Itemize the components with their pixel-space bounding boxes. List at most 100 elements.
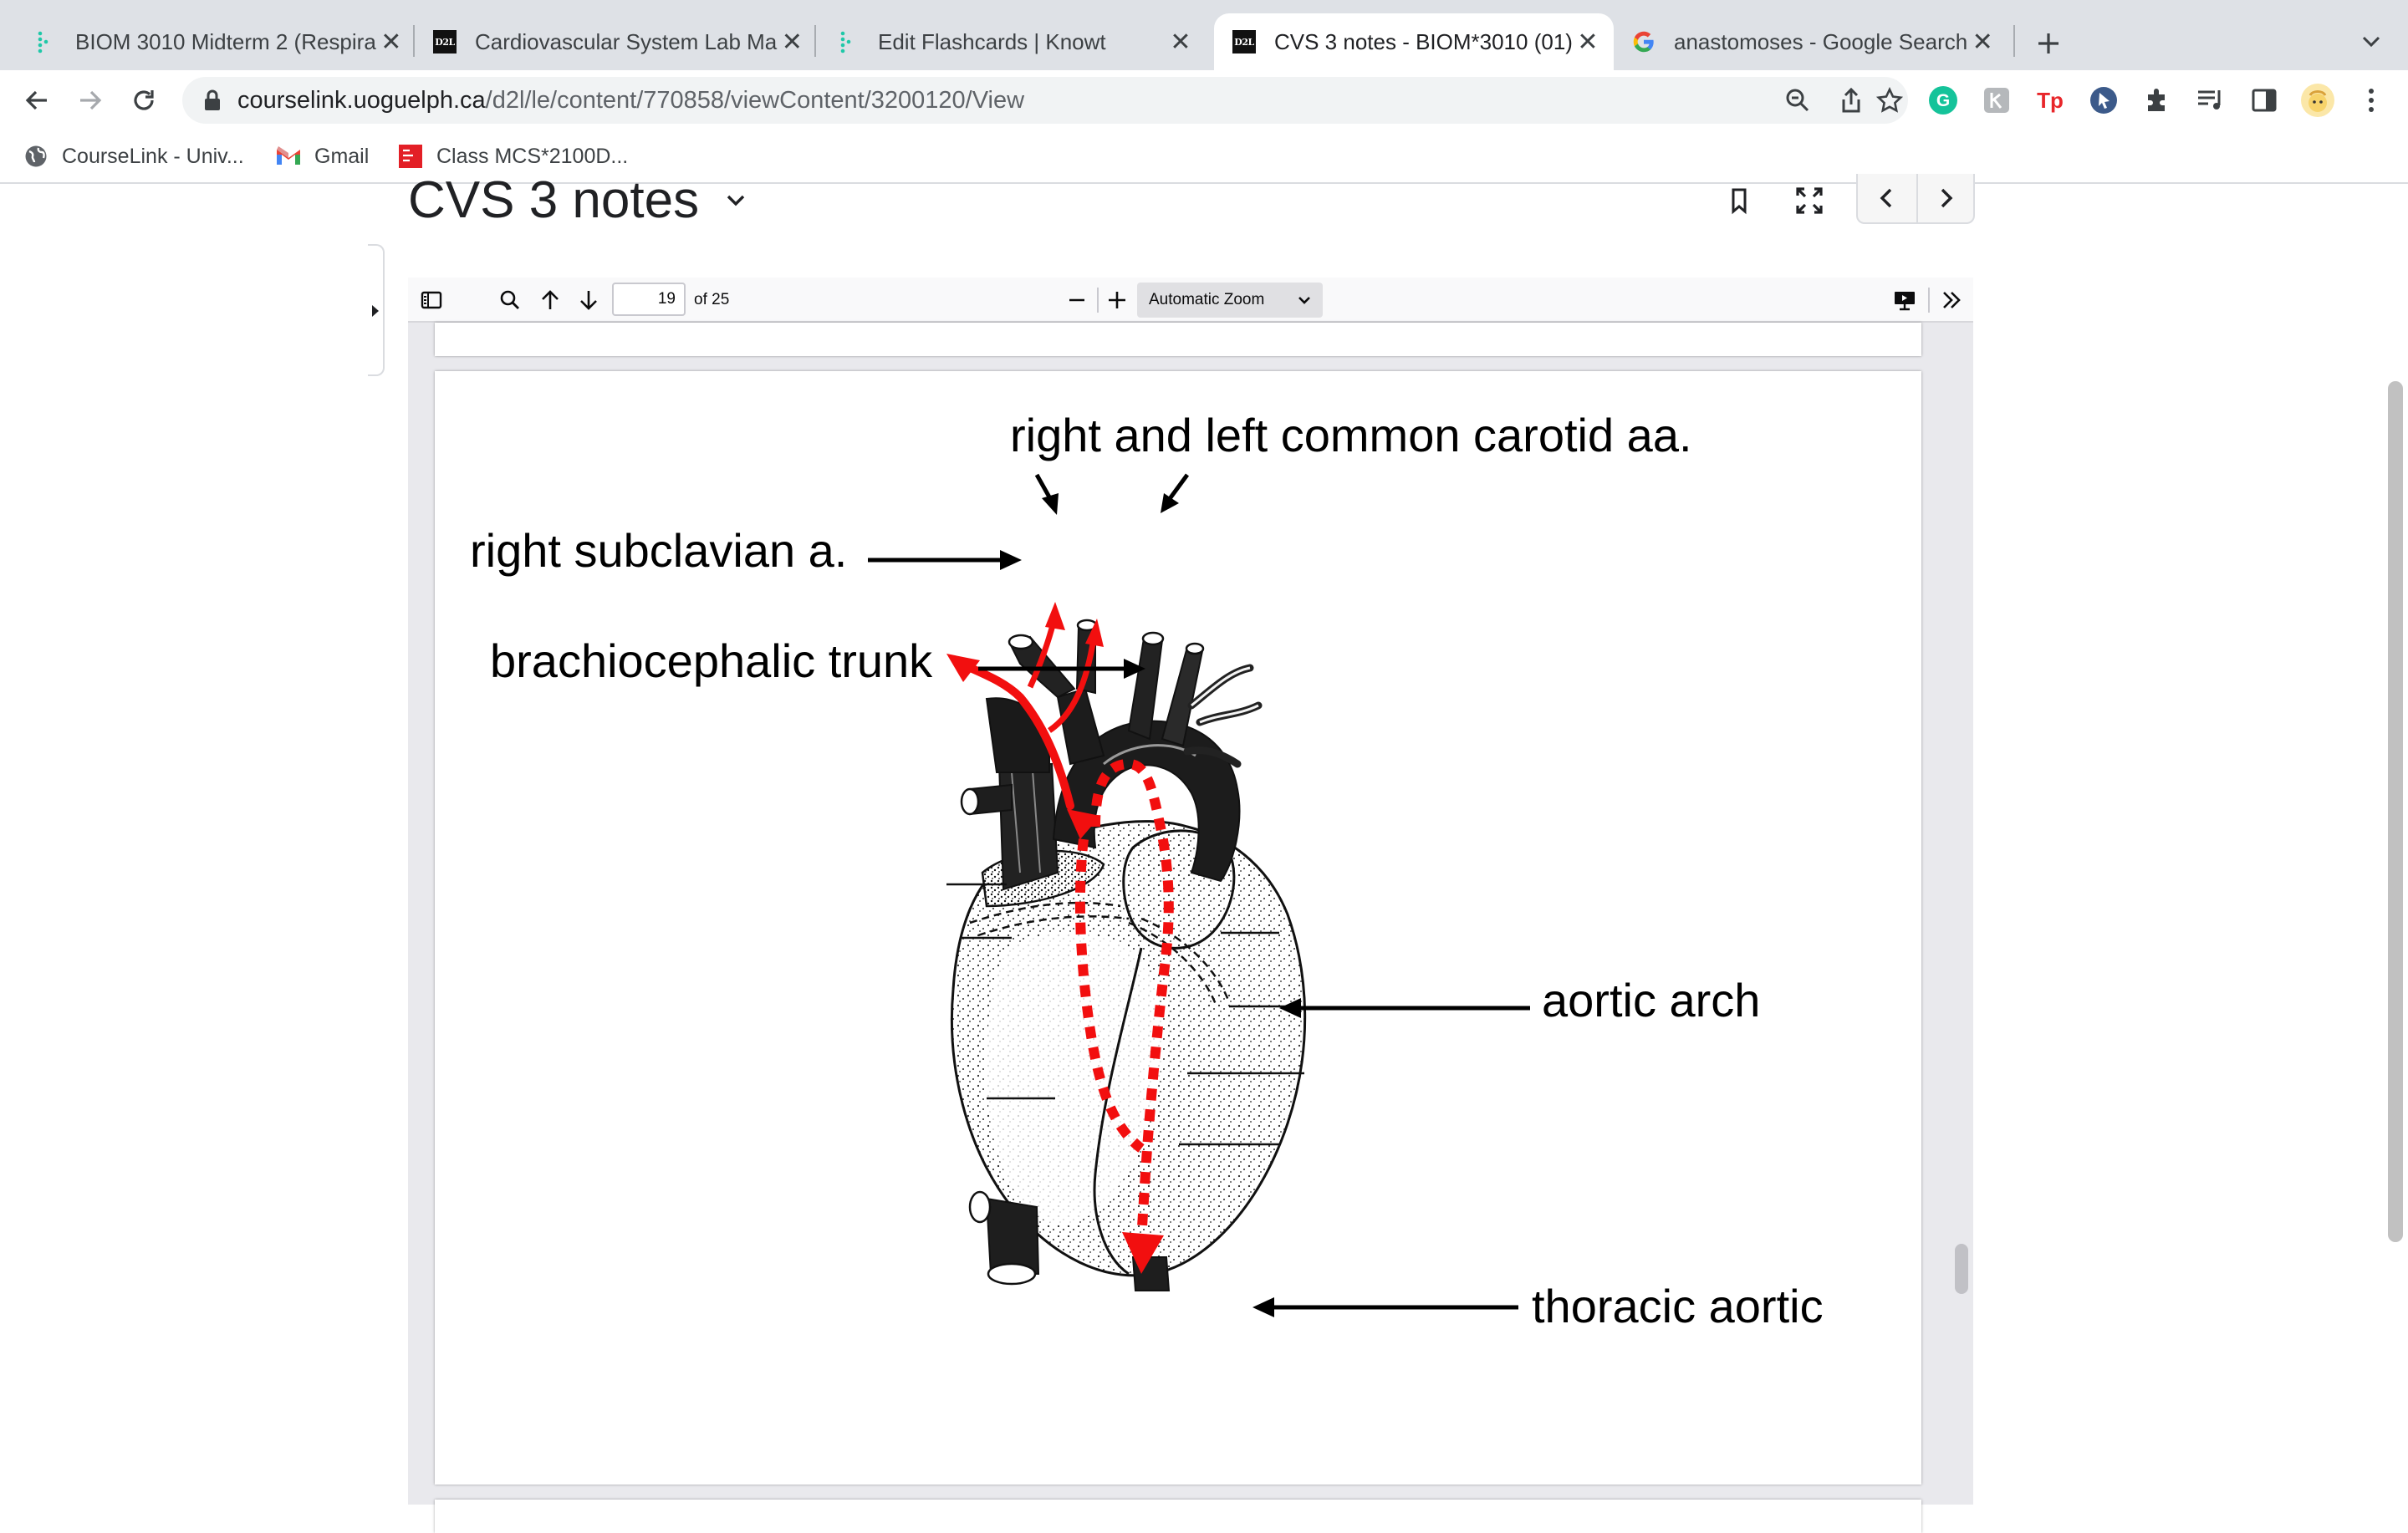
tab-cardiovascular-lab[interactable]: D2L Cardiovascular System Lab Ma ✕ — [418, 13, 811, 70]
close-icon[interactable]: ✕ — [380, 28, 402, 56]
tp-extension-icon[interactable]: Tp — [2032, 82, 2069, 119]
find-button[interactable] — [492, 282, 528, 318]
address-bar[interactable]: courselink.uoguelph.ca/d2l/le/content/77… — [182, 77, 1908, 124]
tab-search-button[interactable] — [2353, 23, 2390, 60]
tab-title: Cardiovascular System Lab Ma — [475, 28, 778, 54]
pdf-scrollbar[interactable] — [1955, 1244, 1968, 1294]
d2l-icon: D2L — [433, 30, 457, 53]
next-page-button[interactable] — [570, 282, 607, 318]
title-menu-button[interactable] — [721, 186, 751, 216]
zoom-out-button[interactable] — [1059, 282, 1095, 318]
chevron-down-icon — [2362, 36, 2380, 48]
page-number-input[interactable]: 19 — [612, 283, 686, 316]
reload-icon — [134, 90, 154, 110]
bookmarks-bar: CourseLink - Univ... Gmail Class MCS*210… — [0, 130, 2408, 184]
zoom-select[interactable]: Automatic Zoom — [1137, 283, 1323, 318]
new-tab-button[interactable] — [2027, 22, 2070, 65]
page-scrollbar[interactable] — [2388, 381, 2403, 1242]
tab-separator — [814, 25, 816, 57]
content-sidebar-toggle[interactable] — [368, 244, 385, 376]
url-text[interactable]: courselink.uoguelph.ca/d2l/le/content/77… — [237, 87, 1025, 114]
pdf-page-19: right and left common carotid aa. right … — [435, 371, 1921, 1485]
star-icon[interactable] — [1875, 85, 1905, 115]
browser-menu-button[interactable] — [2353, 82, 2390, 119]
left-carotid-flow-arrow — [1047, 638, 1097, 733]
previous-topic-button[interactable] — [1858, 174, 1918, 222]
profile-avatar[interactable] — [2299, 82, 2336, 119]
zoom-in-button[interactable] — [1099, 282, 1135, 318]
tools-separator — [1928, 288, 1930, 313]
tab-cvs3-notes[interactable]: D2L CVS 3 notes - BIOM*3010 (01) ✕ — [1214, 13, 1614, 70]
pdf-viewer: 19 of 25 Automatic Zoom — [408, 278, 1973, 1533]
fullscreen-button[interactable] — [1786, 177, 1833, 224]
chevron-left-icon — [1880, 188, 1892, 208]
tools-button[interactable] — [1933, 282, 1970, 318]
diagram-labels: right and left common carotid aa. right … — [470, 409, 1824, 1332]
extension-gray-icon[interactable] — [1978, 82, 2015, 119]
label-carotid: right and left common carotid aa. — [1010, 409, 1692, 461]
puzzle-icon[interactable] — [2139, 82, 2176, 119]
lock-icon[interactable] — [197, 85, 227, 115]
blood-flow-arrows — [946, 602, 1174, 1274]
forward-button[interactable] — [67, 77, 114, 124]
tab-biom-midterm[interactable]: BIOM 3010 Midterm 2 (Respira ✕ — [0, 13, 410, 70]
close-icon[interactable]: ✕ — [1170, 28, 1191, 56]
svg-text:G: G — [1936, 91, 1950, 110]
brachiocephalic-shape — [1056, 687, 1105, 766]
grammarly-icon[interactable]: G — [1925, 82, 1962, 119]
tab-title: BIOM 3010 Midterm 2 (Respira — [75, 28, 376, 54]
close-icon[interactable]: ✕ — [1972, 28, 1993, 56]
pdf-pages[interactable]: right and left common carotid aa. right … — [408, 323, 1973, 1533]
toggle-sidebar-button[interactable] — [413, 282, 450, 318]
bookmark-page-button[interactable] — [1716, 177, 1763, 224]
aortic-arch-shape — [1052, 720, 1241, 883]
back-button[interactable] — [13, 77, 60, 124]
zoom-separator — [1097, 288, 1099, 313]
double-chevron-right-icon — [1943, 292, 1961, 308]
gmail-icon — [276, 144, 301, 169]
tab-edit-flashcards[interactable]: Edit Flashcards | Knowt ✕ — [819, 13, 1212, 70]
bookmark-courselink[interactable]: CourseLink - Univ... — [23, 139, 244, 174]
pdf-toolbar: 19 of 25 Automatic Zoom — [408, 278, 1973, 323]
mcgraw-hill-icon — [398, 144, 423, 169]
bookmark-gmail[interactable]: Gmail — [276, 139, 369, 174]
bookmark-label: Class MCS*2100D... — [436, 144, 629, 168]
minus-icon — [1069, 298, 1084, 302]
close-icon[interactable]: ✕ — [1577, 28, 1599, 56]
label-subclavian: right subclavian a. — [470, 524, 847, 577]
heart-illustration — [946, 619, 1307, 1291]
tab-title: anastomoses - Google Search — [1674, 28, 1968, 54]
pdf-page-prev — [435, 323, 1921, 356]
arch-flow-dotted — [1090, 758, 1174, 1241]
side-panel-icon[interactable] — [2246, 82, 2283, 119]
close-icon[interactable]: ✕ — [781, 28, 803, 56]
zoom-icon[interactable] — [1783, 85, 1813, 115]
presentation-mode-button[interactable] — [1886, 282, 1923, 318]
reading-list-icon[interactable] — [2192, 82, 2229, 119]
presentation-icon — [1895, 292, 1915, 311]
cursor-extension-icon[interactable] — [2085, 82, 2122, 119]
subclavian-flow-arrow — [957, 660, 1074, 810]
arrow-right-icon — [80, 90, 102, 110]
share-icon[interactable] — [1836, 85, 1866, 115]
topic-navigation — [1856, 174, 1975, 224]
tab-separator — [2013, 25, 2015, 57]
tab-google-search[interactable]: anastomoses - Google Search ✕ — [1617, 13, 2010, 70]
ventricle-flow-dotted — [1074, 838, 1145, 1153]
plus-icon — [2038, 33, 2059, 53]
search-icon — [500, 290, 519, 309]
zoom-select-value: Automatic Zoom — [1149, 291, 1265, 308]
tab-title: CVS 3 notes - BIOM*3010 (01) — [1274, 28, 1573, 54]
next-topic-button[interactable] — [1916, 174, 1975, 222]
bookmark-class-mcs[interactable]: Class MCS*2100D... — [398, 139, 628, 174]
page-title: CVS 3 notes — [408, 171, 700, 229]
aorta-diagram: right and left common carotid aa. right … — [470, 409, 1824, 1332]
inferior-vena-cava — [985, 1197, 1040, 1275]
arrow-down-icon — [580, 291, 597, 310]
heart-ventricle — [987, 932, 1162, 1225]
fullscreen-icon — [1796, 187, 1823, 214]
previous-page-button[interactable] — [532, 282, 569, 318]
chevron-down-icon — [1298, 297, 1310, 304]
more-vert-icon — [2369, 89, 2374, 112]
reload-button[interactable] — [120, 77, 167, 124]
